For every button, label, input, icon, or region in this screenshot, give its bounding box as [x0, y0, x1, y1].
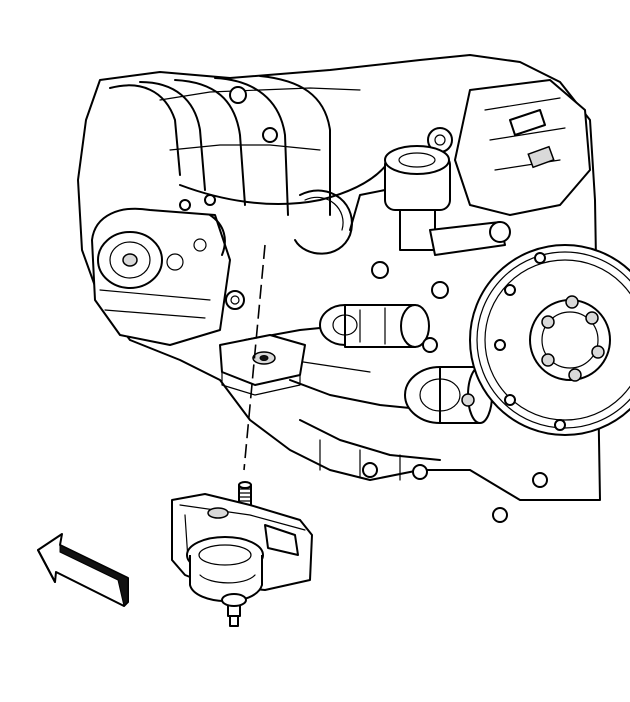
engine-assembly: [77, 54, 601, 523]
alignment-dashed-line: [243, 244, 266, 471]
engine-mount: [171, 493, 313, 627]
flywheel: [469, 244, 630, 436]
transmission-mount-bracket: [219, 334, 306, 396]
front-direction-arrow: [37, 533, 129, 607]
